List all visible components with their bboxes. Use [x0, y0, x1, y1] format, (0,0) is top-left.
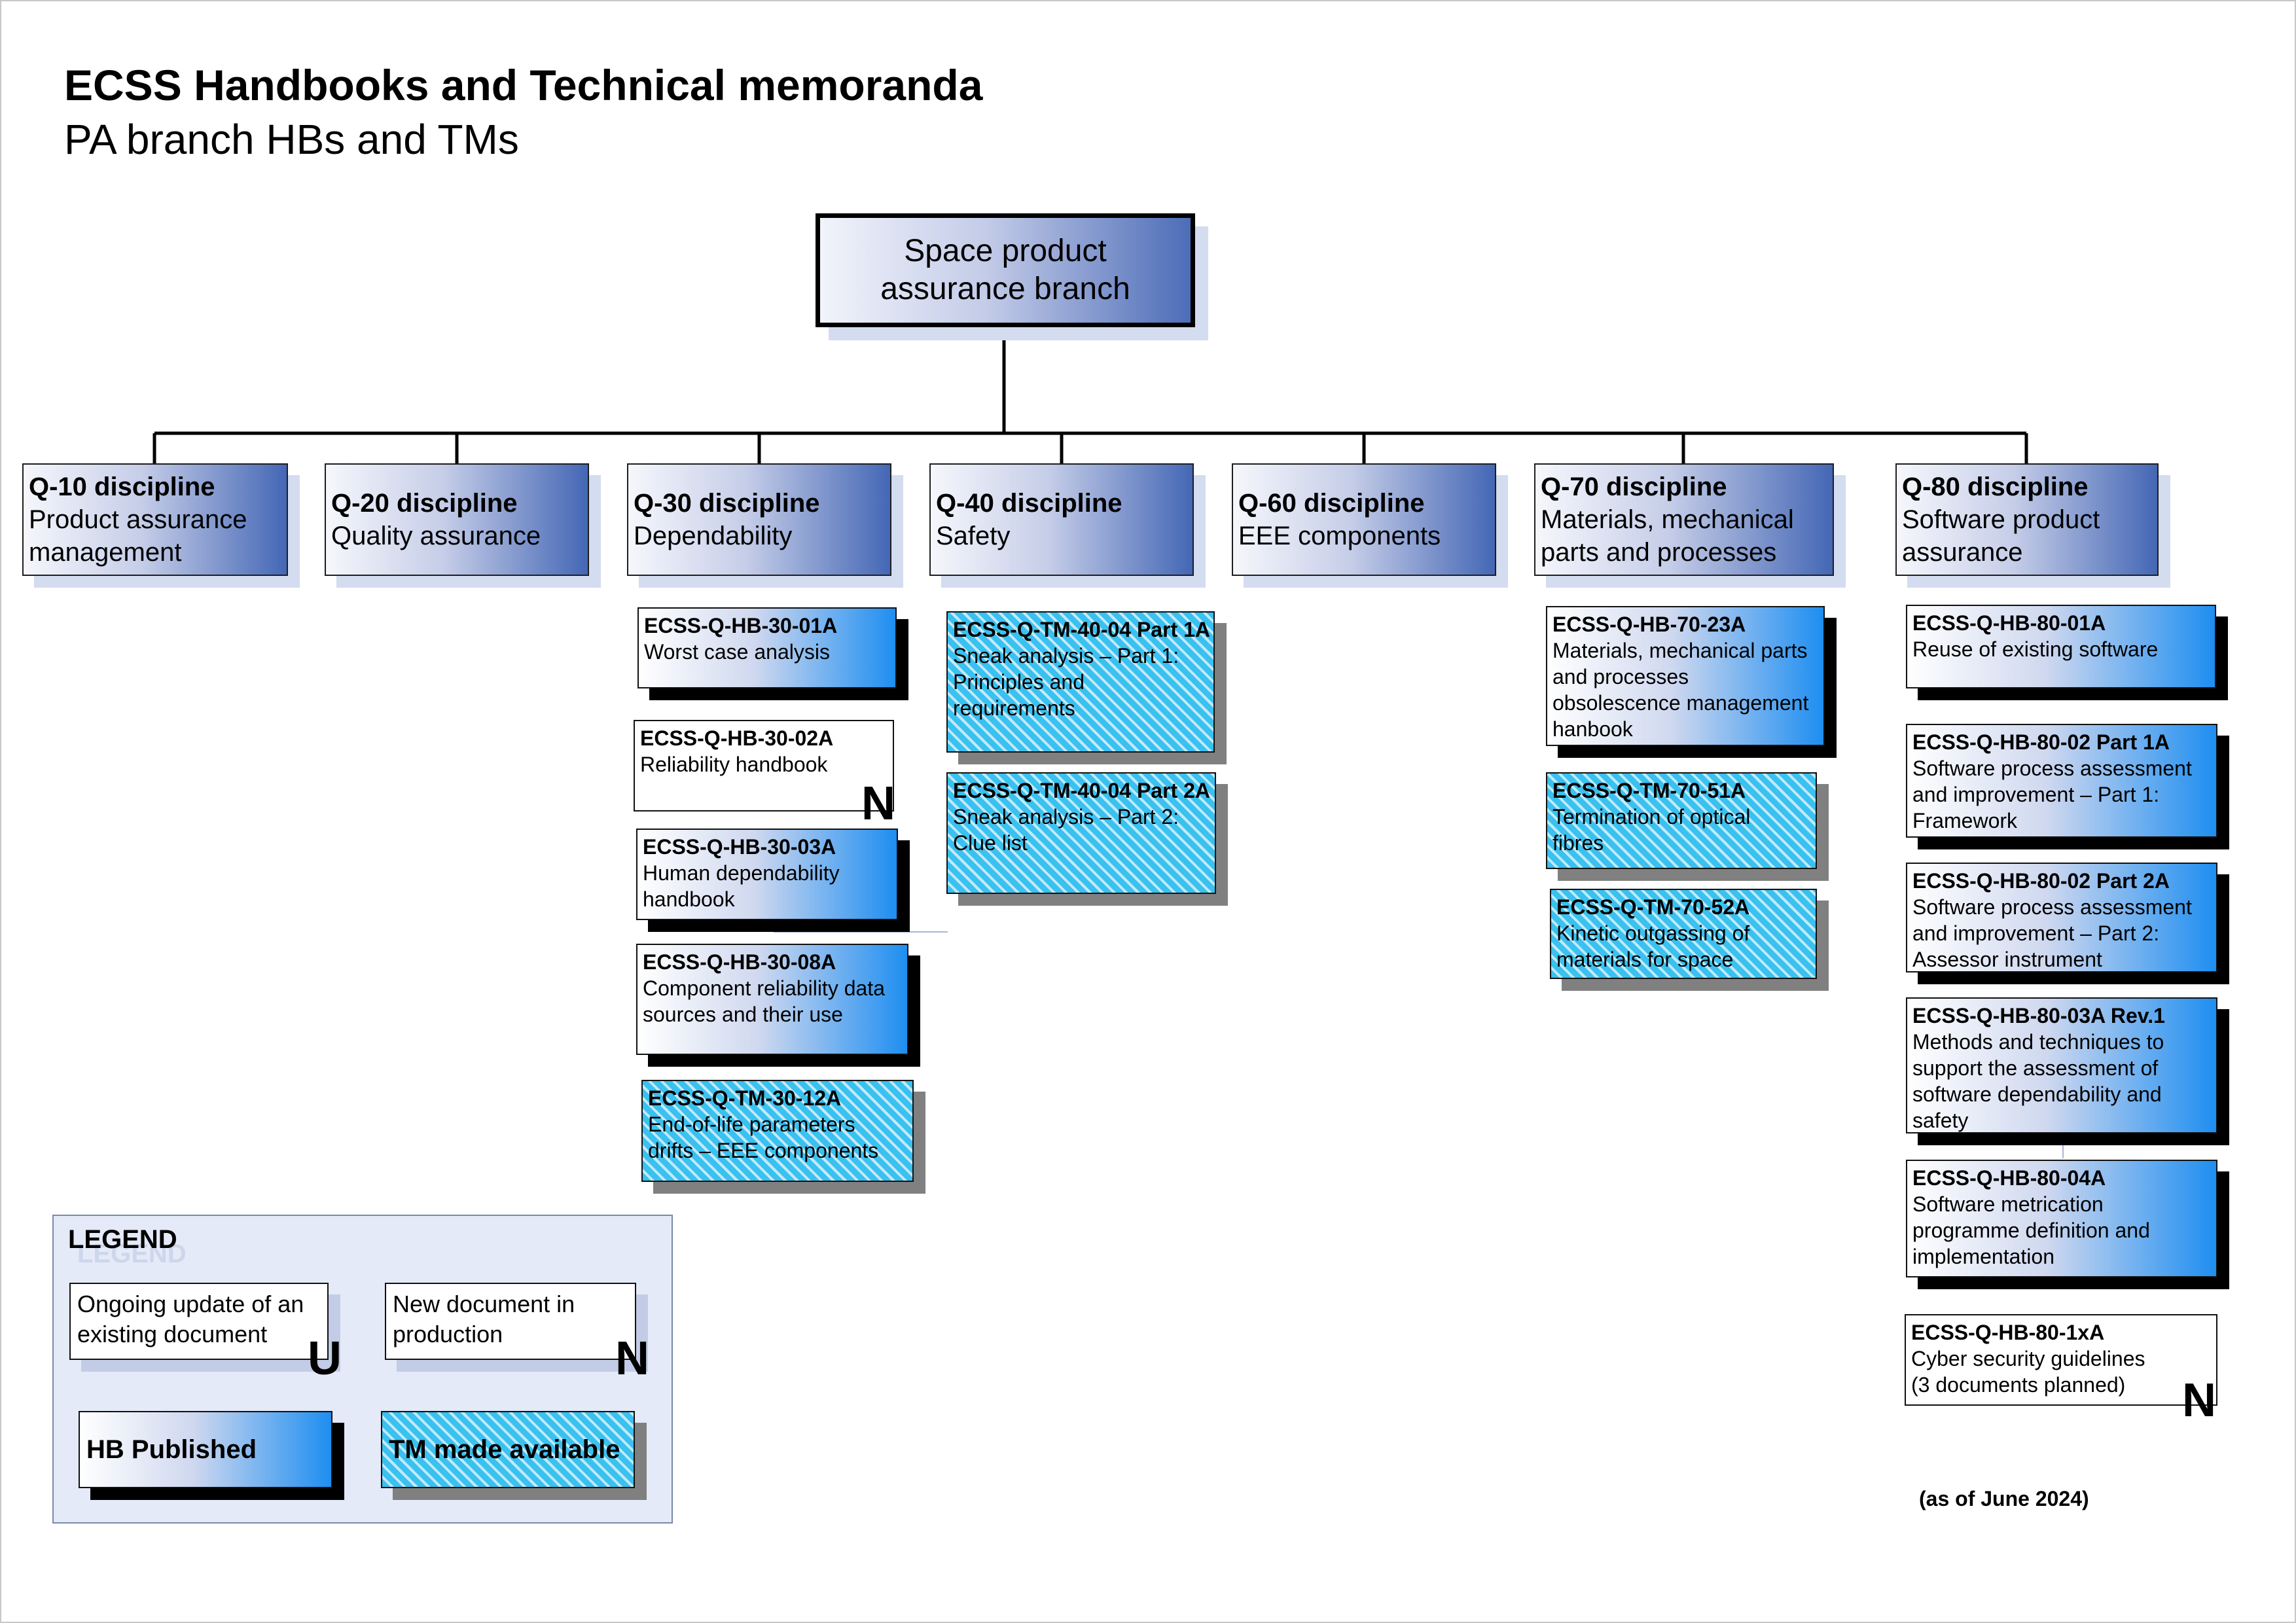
discipline-q70: Q-70 discipline Materials, mechanical pa…	[1534, 463, 1834, 576]
root-node-label: Space product assurance branch	[880, 234, 1130, 306]
as-of-date-note: (as of June 2024)	[1919, 1487, 2089, 1510]
doc-description: Component reliability data sources and t…	[643, 976, 885, 1026]
legend-ongoing-update: Ongoing update of an existing document	[69, 1283, 329, 1360]
discipline-code: Q-70 discipline	[1541, 473, 1727, 501]
doc-description: Reliability handbook	[640, 753, 828, 776]
doc-ecss-q-tm-40-04-part-2a: ECSS-Q-TM-40-04 Part 2A Sneak analysis –…	[946, 772, 1216, 894]
doc-description: Reuse of existing software	[1912, 637, 2159, 661]
doc-ecss-q-tm-30-12a: ECSS-Q-TM-30-12A End-of-life parameters …	[641, 1080, 914, 1182]
doc-description: Software process assessment and improvem…	[1912, 895, 2192, 971]
discipline-code: Q-60 discipline	[1238, 489, 1425, 518]
doc-ecss-q-tm-70-52a: ECSS-Q-TM-70-52A Kinetic outgassing of m…	[1550, 889, 1817, 979]
doc-code: ECSS-Q-HB-80-01A	[1912, 611, 2106, 635]
doc-ecss-q-hb-70-23a: ECSS-Q-HB-70-23A Materials, mechanical p…	[1546, 606, 1825, 746]
doc-ecss-q-tm-70-51a: ECSS-Q-TM-70-51A Termination of optical …	[1546, 772, 1817, 869]
legend-ghost-title: LEGEND	[77, 1240, 187, 1268]
doc-description: Worst case analysis	[644, 640, 830, 664]
doc-code: ECSS-Q-HB-80-03A Rev.1	[1912, 1004, 2165, 1027]
doc-code: ECSS-Q-TM-30-12A	[648, 1086, 842, 1110]
discipline-name: EEE components	[1238, 522, 1441, 550]
doc-code: ECSS-Q-TM-40-04 Part 2A	[953, 779, 1210, 802]
doc-ecss-q-hb-80-02-part-1a: ECSS-Q-HB-80-02 Part 1A Software process…	[1906, 724, 2217, 838]
doc-code: ECSS-Q-TM-40-04 Part 1A	[953, 618, 1210, 641]
doc-description: Materials, mechanical parts and processe…	[1552, 639, 1809, 741]
root-node-space-product-assurance-branch: Space product assurance branch	[816, 213, 1195, 327]
doc-code: ECSS-Q-HB-70-23A	[1552, 613, 1746, 636]
doc-description: Cyber security guidelines (3 documents p…	[1911, 1347, 2145, 1397]
doc-ecss-q-hb-80-02-part-2a: ECSS-Q-HB-80-02 Part 2A Software process…	[1906, 863, 2217, 972]
new-document-badge: N	[615, 1332, 649, 1385]
doc-ecss-q-hb-80-04a: ECSS-Q-HB-80-04A Software metrication pr…	[1906, 1160, 2217, 1277]
discipline-code: Q-80 discipline	[1902, 473, 2089, 501]
new-document-badge: N	[861, 777, 895, 830]
discipline-name: Materials, mechanical parts and processe…	[1541, 505, 1794, 567]
doc-code: ECSS-Q-HB-30-02A	[640, 726, 834, 750]
discipline-name: Dependability	[634, 522, 793, 550]
doc-code: ECSS-Q-HB-80-04A	[1912, 1166, 2106, 1190]
discipline-name: Product assurance management	[29, 505, 247, 567]
discipline-name: Quality assurance	[331, 522, 541, 550]
legend-hb-published-label: HB Published	[86, 1435, 257, 1464]
discipline-code: Q-10 discipline	[29, 473, 215, 501]
legend-new-document: New document in production	[385, 1283, 636, 1360]
doc-code: ECSS-Q-HB-30-03A	[643, 835, 836, 859]
doc-ecss-q-hb-80-1xa: ECSS-Q-HB-80-1xA Cyber security guidelin…	[1905, 1314, 2217, 1406]
doc-ecss-q-tm-40-04-part-1a: ECSS-Q-TM-40-04 Part 1A Sneak analysis –…	[946, 611, 1215, 753]
update-badge: U	[308, 1332, 342, 1385]
legend-new-document-label: New document in production	[393, 1291, 575, 1347]
doc-code: ECSS-Q-HB-30-08A	[643, 950, 836, 974]
legend-tm-available: TM made available	[381, 1411, 635, 1488]
doc-ecss-q-hb-80-03a-rev1: ECSS-Q-HB-80-03A Rev.1 Methods and techn…	[1906, 997, 2217, 1133]
doc-description: Software process assessment and improvem…	[1912, 757, 2192, 832]
legend-panel: LEGEND LEGEND Ongoing update of an exist…	[52, 1215, 673, 1524]
doc-code: ECSS-Q-HB-80-1xA	[1911, 1321, 2105, 1344]
doc-code: ECSS-Q-TM-70-51A	[1552, 779, 1746, 802]
discipline-code: Q-30 discipline	[634, 489, 820, 518]
doc-description: Kinetic outgassing of materials for spac…	[1556, 921, 1750, 971]
discipline-name: Software product assurance	[1902, 505, 2100, 567]
discipline-q40: Q-40 discipline Safety	[929, 463, 1194, 576]
doc-code: ECSS-Q-TM-70-52A	[1556, 895, 1750, 919]
discipline-q60: Q-60 discipline EEE components	[1232, 463, 1496, 576]
page-subtitle: PA branch HBs and TMs	[64, 116, 519, 163]
doc-description: End-of-life parameters drifts – EEE comp…	[648, 1113, 879, 1162]
doc-description: Sneak analysis – Part 2: Clue list	[953, 805, 1179, 855]
doc-description: Termination of optical fibres	[1552, 805, 1751, 855]
discipline-code: Q-40 discipline	[936, 489, 1122, 518]
doc-description: Methods and techniques to support the as…	[1912, 1030, 2164, 1132]
legend-hb-published: HB Published	[79, 1411, 332, 1488]
discipline-q80: Q-80 discipline Software product assuran…	[1895, 463, 2159, 576]
new-document-badge: N	[2182, 1374, 2216, 1427]
discipline-q30: Q-30 discipline Dependability	[627, 463, 891, 576]
page-title: ECSS Handbooks and Technical memoranda	[64, 61, 983, 109]
doc-code: ECSS-Q-HB-80-02 Part 2A	[1912, 869, 2170, 893]
doc-code: ECSS-Q-HB-30-01A	[644, 614, 838, 637]
legend-ongoing-update-label: Ongoing update of an existing document	[77, 1291, 304, 1347]
legend-title: LEGEND	[68, 1225, 177, 1254]
discipline-name: Safety	[936, 522, 1011, 550]
discipline-q20: Q-20 discipline Quality assurance	[325, 463, 589, 576]
discipline-code: Q-20 discipline	[331, 489, 518, 518]
doc-ecss-q-hb-80-01a: ECSS-Q-HB-80-01A Reuse of existing softw…	[1906, 605, 2216, 688]
discipline-q10: Q-10 discipline Product assurance manage…	[22, 463, 288, 576]
doc-ecss-q-hb-30-03a: ECSS-Q-HB-30-03A Human dependability han…	[636, 829, 898, 920]
legend-tm-available-label: TM made available	[389, 1435, 620, 1464]
doc-ecss-q-hb-30-08a: ECSS-Q-HB-30-08A Component reliability d…	[636, 944, 908, 1055]
doc-description: Human dependability handbook	[643, 861, 840, 911]
doc-description: Software metrication programme definitio…	[1912, 1192, 2150, 1268]
doc-code: ECSS-Q-HB-80-02 Part 1A	[1912, 730, 2170, 754]
doc-description: Sneak analysis – Part 1: Principles and …	[953, 644, 1179, 720]
doc-ecss-q-hb-30-02a: ECSS-Q-HB-30-02A Reliability handbook	[634, 720, 894, 812]
doc-ecss-q-hb-30-01a: ECSS-Q-HB-30-01A Worst case analysis	[637, 607, 897, 688]
